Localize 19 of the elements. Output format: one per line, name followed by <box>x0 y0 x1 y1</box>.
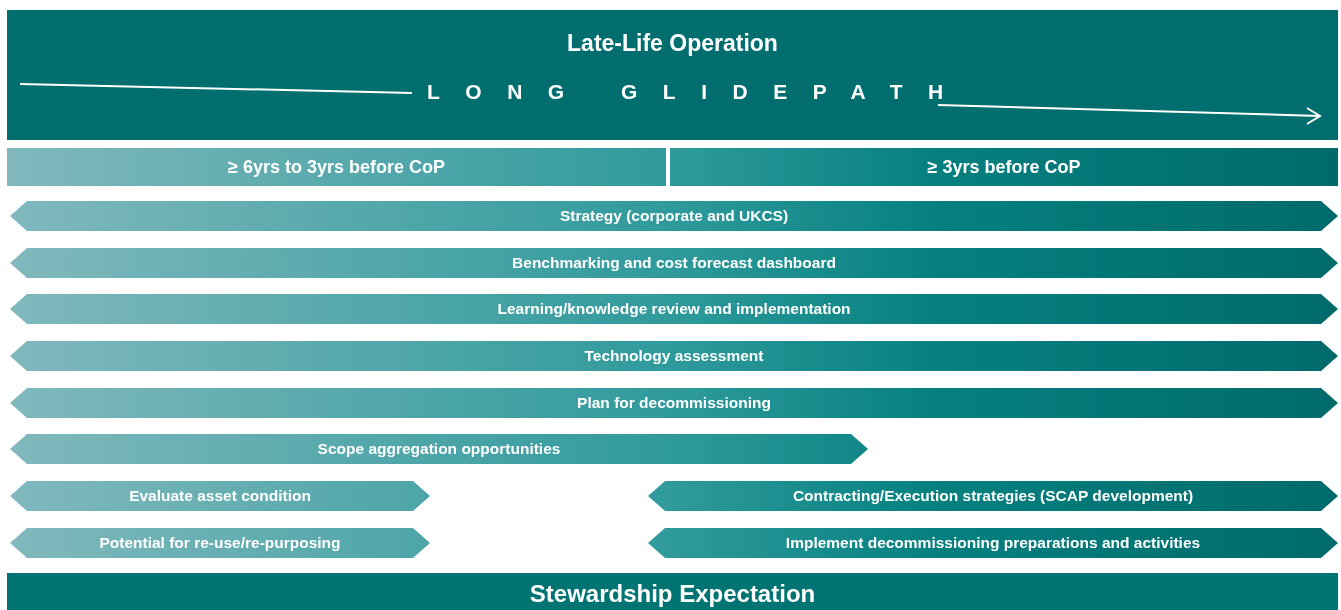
bar-label: Learning/knowledge review and implementation <box>497 300 851 318</box>
footer-band <box>7 573 1338 610</box>
glidepath-label: LONG GLIDEPATH <box>427 80 969 104</box>
bar-label: Benchmarking and cost forecast dashboard <box>512 254 836 272</box>
bar-label: Technology assessment <box>584 347 764 365</box>
bar-label: Potential for re-use/re-purposing <box>99 534 341 552</box>
bar-label: Scope aggregation opportunities <box>317 440 561 458</box>
bar-label: Implement decommissioning preparations and activities <box>785 534 1201 552</box>
header-band <box>7 10 1338 140</box>
band-title: Late-Life Operation <box>566 30 779 57</box>
band-title: Stewardship Expectation <box>529 580 816 608</box>
bar-label: Evaluate asset condition <box>129 487 311 505</box>
bar-label: Contracting/Execution strategies (SCAP development) <box>792 487 1194 505</box>
phase-band <box>7 148 666 186</box>
phase-label: ≥ 6yrs to 3yrs before CoP <box>228 156 445 178</box>
bar-label: Plan for decommissioning <box>577 394 771 412</box>
phase-label: ≥ 3yrs before CoP <box>927 156 1081 178</box>
phase-band <box>670 148 1338 186</box>
bar-label: Strategy (corporate and UKCS) <box>559 207 789 225</box>
